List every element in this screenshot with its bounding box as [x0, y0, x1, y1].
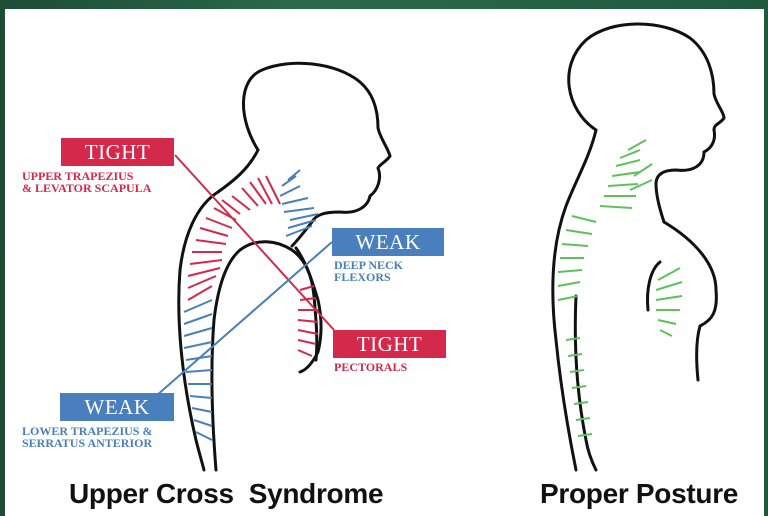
tight-upper-line2: & LEVATOR SCAPULA [22, 182, 151, 194]
tight-pec-line1: PECTORALS [334, 361, 407, 373]
lower-trapezius-hatching [184, 300, 212, 440]
tight-pec-tag: TIGHT [333, 330, 446, 358]
weak-neck-line2: FLEXORS [334, 271, 391, 283]
weak-neck-tag: WEAK [332, 228, 444, 256]
deep-neck-hatching [280, 170, 318, 236]
caption-proper-posture: Proper Posture [540, 478, 738, 510]
right-figure-arm [575, 296, 596, 470]
healthy-chest-hatching [656, 268, 682, 336]
tight-upper-tag: TIGHT [61, 138, 174, 166]
right-figure-head [569, 24, 724, 222]
weak-lower-line2: SERRATUS ANTERIOR [22, 437, 152, 449]
left-figure-arm [212, 242, 317, 470]
right-figure-shoulder [648, 262, 661, 310]
caption-upper-cross-syndrome: Upper Cross Syndrome [69, 478, 383, 510]
right-figure-chest [664, 222, 716, 380]
connector-weak-neck [156, 242, 332, 396]
connector-tight-upper [175, 155, 334, 330]
left-figure-head [243, 63, 390, 246]
weak-lower-tag: WEAK [60, 393, 174, 421]
upper-trapezius-hatching [188, 176, 280, 300]
healthy-neck-hatching [600, 140, 652, 208]
